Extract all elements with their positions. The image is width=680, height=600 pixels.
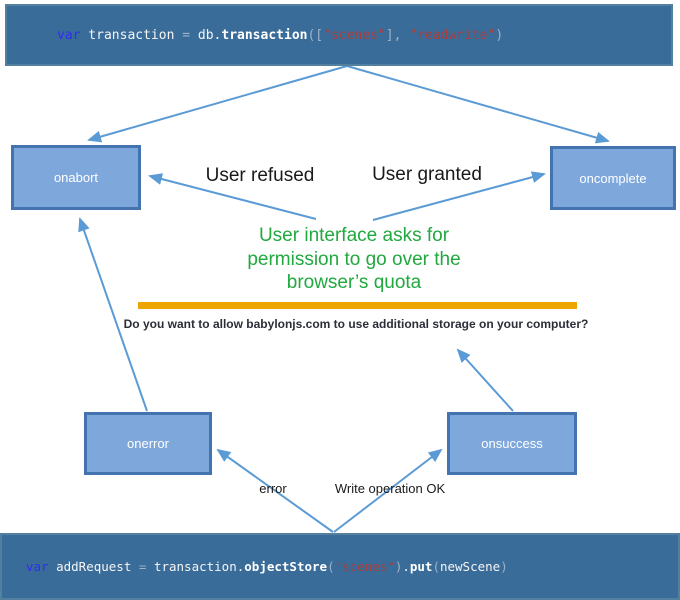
transaction-code-bar: var transaction = db.transaction(["scene… — [5, 4, 673, 66]
quota-prompt-text: Do you want to allow babylonjs.com to us… — [123, 317, 589, 331]
arrow-onerror-to-onabort — [78, 217, 148, 412]
ui-permission-note-line2: permission to go over the — [247, 248, 461, 270]
arrow-onsuccess-to-prompt — [456, 348, 514, 412]
onerror-box: onerror — [84, 412, 212, 475]
quota-prompt-divider — [138, 302, 577, 309]
onsuccess-label: onsuccess — [481, 436, 543, 451]
oncomplete-label: oncomplete — [579, 170, 647, 186]
user-granted-label: User granted — [372, 164, 482, 185]
onerror-label: onerror — [127, 436, 169, 451]
ui-permission-note-line3: browser’s quota — [286, 272, 422, 293]
error-label: error — [259, 481, 287, 496]
write-operation-ok-label: Write operation OK — [334, 481, 446, 496]
onabort-label: onabort — [53, 170, 99, 185]
ui-permission-note-line1: User interface asks for — [258, 225, 450, 246]
arrow-transaction-to-onabort — [87, 65, 348, 143]
onabort-box: onabort — [11, 145, 141, 210]
onsuccess-box: onsuccess — [447, 412, 577, 475]
arrow-transaction-to-oncomplete — [346, 65, 610, 144]
put-code-text: var addRequest = transaction.objectStore… — [26, 559, 508, 574]
transaction-code-text: var transaction = db.transaction(["scene… — [57, 27, 504, 43]
ui-permission-note: User interface asks for permission to go… — [214, 224, 494, 295]
put-code-bar: var addRequest = transaction.objectStore… — [0, 533, 680, 600]
oncomplete-box: oncomplete — [550, 146, 676, 210]
user-refused-label: User refused — [205, 165, 315, 186]
